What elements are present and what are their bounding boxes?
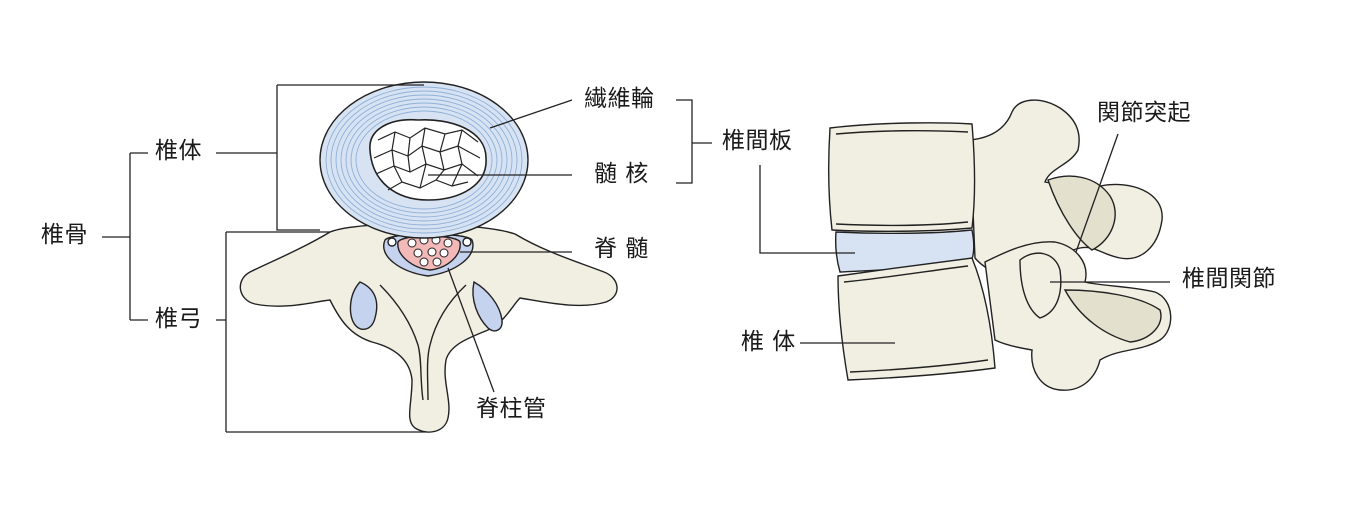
vertebral-arch-shape: [239, 223, 618, 433]
left-facet-shape: [349, 281, 378, 330]
label-vertebral-arch: 椎弓: [155, 306, 202, 332]
articular-leader: [1075, 133, 1119, 253]
annulus-leader: [489, 99, 573, 129]
side-view-vertebrae: [828, 99, 1172, 391]
body-top-bracket: [216, 84, 424, 231]
label-vertebra: 椎骨: [41, 222, 88, 248]
annulus-rings: [325, 86, 523, 234]
label-facet-joint: 椎間関節: [1182, 266, 1276, 292]
lower-process-shade: [1063, 289, 1162, 343]
top-view-vertebra: [239, 81, 618, 433]
label-vertebral-body-side: 椎 体: [741, 329, 796, 355]
leader-lines: [102, 84, 1170, 433]
arch-inner-line-right: [426, 284, 467, 401]
right-facet-shape: [472, 280, 503, 332]
lower-vertebral-body: [837, 257, 996, 381]
facet-joint-shape: [1019, 252, 1062, 319]
label-articular-process: 関節突起: [1097, 100, 1191, 126]
nerve-root-left: [387, 237, 397, 247]
label-nucleus-pulposus: 髄 核: [594, 161, 649, 187]
label-intervertebral-disc: 椎間板: [722, 128, 793, 154]
label-spinal-canal: 脊柱管: [476, 396, 547, 422]
upper-vertebral-body: [828, 122, 976, 233]
lower-body-rim: [843, 265, 989, 373]
upper-process-shade: [1047, 175, 1116, 251]
upper-body-rim: [835, 129, 969, 227]
vertebra-bracket: [102, 152, 148, 321]
disc-side-leader: [759, 165, 855, 254]
label-spinal-cord: 脊 髄: [594, 236, 649, 262]
disc-brace: [676, 99, 712, 184]
label-vertebral-body-top: 椎体: [155, 138, 202, 164]
nerve-root-right: [462, 237, 472, 247]
canal-leader: [447, 267, 495, 393]
arch-inner-line-left: [379, 284, 424, 401]
arch-bracket: [216, 231, 426, 433]
label-annulus-fibrosus: 繊維輪: [584, 86, 655, 112]
nucleus-pulposus-shape: [369, 118, 487, 201]
